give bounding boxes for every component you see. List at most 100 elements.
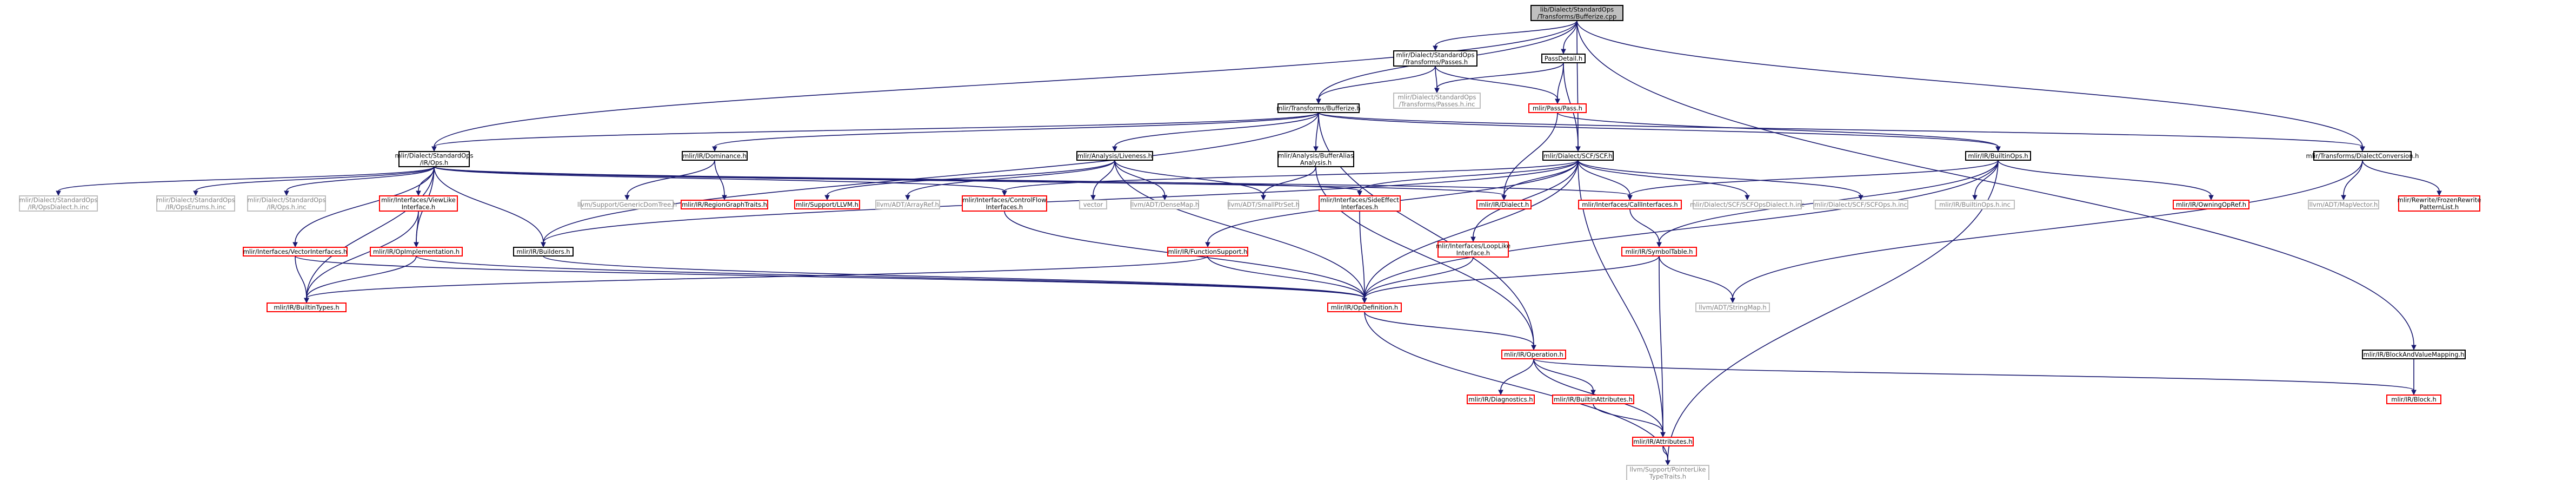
node-label-line: mlir/Interfaces/ControlFlow xyxy=(962,196,1046,204)
edge-symboltable-to-stringmap xyxy=(1659,255,1735,304)
edge-stdpasses-to-bufferize xyxy=(1316,65,1436,104)
edge-passdetail-to-stdpassesinc xyxy=(1434,62,1564,94)
node-bufferize[interactable]: mlir/Transforms/Bufferize.h xyxy=(1276,103,1361,113)
node-box xyxy=(2173,200,2249,209)
node-dialectconv[interactable]: mlir/Transforms/DialectConversion.h xyxy=(2306,151,2419,161)
node-builtinopshinc: mlir/IR/BuiltinOps.h.inc xyxy=(1935,200,2015,209)
node-label-line: lib/Dialect/StandardOps xyxy=(1540,6,1614,14)
node-box xyxy=(1626,465,1709,480)
node-operation[interactable]: mlir/IR/Operation.h xyxy=(1501,350,1566,359)
node-scfopsdialectinc: mlir/Dialect/SCF/SCFOpsDialect.h.inc xyxy=(1690,200,1805,209)
node-owningopref[interactable]: mlir/IR/OwningOpRef.h xyxy=(2173,200,2249,209)
node-builtinattrs[interactable]: mlir/IR/BuiltinAttributes.h xyxy=(1552,394,1634,404)
node-box xyxy=(1693,200,1802,209)
node-scf[interactable]: mlir/Dialect/SCF/SCF.h xyxy=(1542,151,1614,161)
node-label-line: mlir/IR/Attributes.h xyxy=(1633,438,1692,445)
edge-opimpl-to-builtintypes xyxy=(304,255,417,304)
node-label-line: mlir/Support/LLVM.h xyxy=(796,201,858,208)
edge-bufferize-to-dialectconv xyxy=(1318,112,2365,152)
header-nodes: lib/Dialect/StandardOps/Transforms/Buffe… xyxy=(19,5,2481,480)
node-passpass[interactable]: mlir/Pass/Pass.h xyxy=(1528,103,1587,113)
node-box xyxy=(2313,151,2412,161)
edge-dialectconv-to-rewritefrozen xyxy=(2362,160,2442,196)
node-vectorinterfaces[interactable]: mlir/Interfaces/VectorInterfaces.h xyxy=(243,247,348,257)
edge-operation-to-diagnostics xyxy=(1498,358,1534,396)
edge-scf-to-scfopshinc xyxy=(1577,160,1863,201)
node-opsenumsinc: mlir/Dialect/StandardOps/IR/OpsEnums.h.i… xyxy=(156,195,235,212)
node-box xyxy=(1695,303,1770,312)
node-liveness[interactable]: mlir/Analysis/Liveness.h xyxy=(1076,151,1153,161)
edge-opdefinition-to-pointerlike xyxy=(1364,311,1670,466)
node-box xyxy=(379,195,458,212)
node-box xyxy=(1530,5,1623,21)
node-vector: vector xyxy=(1079,200,1107,209)
node-label-line: mlir/IR/BuiltinAttributes.h xyxy=(1554,396,1633,403)
node-irblock[interactable]: mlir/IR/Block.h xyxy=(2386,394,2441,404)
node-dominance[interactable]: mlir/IR/Dominance.h xyxy=(682,151,748,161)
node-box xyxy=(581,200,674,209)
edge-attributes-to-pointerlike xyxy=(1662,445,1670,466)
node-label-line: mlir/IR/SymbolTable.h xyxy=(1626,248,1693,255)
node-box xyxy=(156,195,235,212)
edge-stdops-to-sideeffect xyxy=(434,166,1362,196)
node-root[interactable]: lib/Dialect/StandardOps/Transforms/Buffe… xyxy=(1530,5,1623,21)
node-box xyxy=(243,247,348,257)
node-stdops[interactable]: mlir/Dialect/StandardOps/IR/Ops.h xyxy=(395,151,474,167)
node-box xyxy=(1393,93,1481,109)
node-funcsupport[interactable]: mlir/IR/FunctionSupport.h xyxy=(1167,247,1248,257)
edge-scf-to-scfopsdialectinc xyxy=(1577,160,1750,201)
node-attributes[interactable]: mlir/IR/Attributes.h xyxy=(1632,437,1694,446)
node-builtintypes[interactable]: mlir/IR/BuiltinTypes.h xyxy=(267,303,347,312)
node-box xyxy=(1528,103,1587,113)
node-passdetail[interactable]: PassDetail.h xyxy=(1541,54,1586,63)
node-regiongraph[interactable]: mlir/IR/RegionGraphTraits.h xyxy=(681,200,768,209)
edge-passpass-to-builtinops xyxy=(1557,112,2001,152)
node-builders[interactable]: mlir/IR/Builders.h xyxy=(513,247,574,257)
dependency-edges xyxy=(56,20,2442,466)
node-box xyxy=(1501,350,1566,359)
node-scfopshinc: mlir/Dialect/SCF/SCFOps.h.inc xyxy=(1813,200,1908,209)
node-box xyxy=(1079,200,1107,209)
node-label-line: Interface.h xyxy=(1456,249,1490,257)
node-box xyxy=(247,195,326,212)
edge-funcsupport-to-opdefinition xyxy=(1207,255,1367,304)
node-irdialect[interactable]: mlir/IR/Dialect.h xyxy=(1476,200,1532,209)
node-supportllvm[interactable]: mlir/Support/LLVM.h xyxy=(794,200,860,209)
node-builtinops[interactable]: mlir/IR/BuiltinOps.h xyxy=(1965,151,2031,161)
node-symboltable[interactable]: mlir/IR/SymbolTable.h xyxy=(1621,247,1697,257)
node-diagnostics[interactable]: mlir/IR/Diagnostics.h xyxy=(1467,394,1535,404)
node-label-line: mlir/Analysis/BufferAlias xyxy=(1278,152,1354,160)
edge-scf-to-sideeffect xyxy=(1357,160,1579,196)
node-label-line: /IR/OpsDialect.h.inc xyxy=(28,203,89,211)
edge-builtinattrs-to-attributes xyxy=(1593,403,1666,438)
node-label-line: mlir/IR/OpImplementation.h xyxy=(373,248,460,255)
node-box xyxy=(19,195,98,212)
node-opdefinition[interactable]: mlir/IR/OpDefinition.h xyxy=(1327,303,1402,312)
edge-builtinops-to-callinterfaces xyxy=(1627,160,1999,201)
node-label-line: mlir/Dialect/SCF/SCF.h xyxy=(1543,152,1612,160)
edge-stdops-to-opsenumsinc xyxy=(193,166,435,196)
node-box xyxy=(1578,200,1682,209)
edge-dialectconv-to-stringmap xyxy=(1730,160,2363,304)
edge-operation-to-irblock xyxy=(1533,358,2417,396)
node-label-line: mlir/Dialect/StandardOps xyxy=(1398,94,1476,101)
node-box xyxy=(1935,200,2015,209)
node-label-line: llvm/Support/PointerLike xyxy=(1630,466,1706,474)
node-box xyxy=(1632,437,1694,446)
node-box xyxy=(1437,241,1509,258)
node-callinterfaces[interactable]: mlir/Interfaces/CallInterfaces.h xyxy=(1578,200,1682,209)
edge-liveness-to-arrayref xyxy=(905,160,1115,201)
node-box xyxy=(1467,394,1535,404)
node-opimpl[interactable]: mlir/IR/OpImplementation.h xyxy=(370,247,463,257)
node-label-line: mlir/Dialect/StandardOps xyxy=(1396,51,1475,59)
node-box xyxy=(962,195,1047,212)
node-blockandvalue[interactable]: mlir/IR/BlockAndValueMapping.h xyxy=(2362,350,2466,359)
node-stdpasses[interactable]: mlir/Dialect/StandardOps/Transforms/Pass… xyxy=(1393,50,1477,67)
